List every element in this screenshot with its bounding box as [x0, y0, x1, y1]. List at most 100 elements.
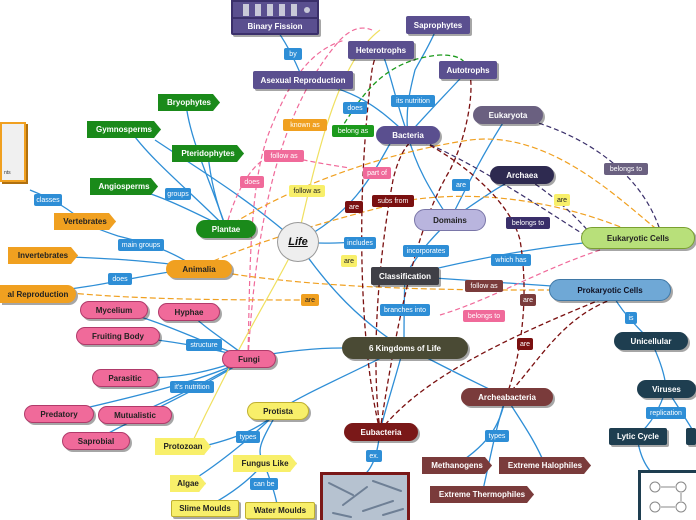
sexual-reproduction-node[interactable]: al Reproduction — [0, 285, 76, 303]
viruses-node[interactable]: Viruses — [637, 380, 696, 398]
animal-classes-picture: nts — [0, 122, 26, 182]
label-types-1: types — [236, 431, 260, 443]
label-which-has: which has — [491, 254, 531, 266]
label-can-be: can be — [250, 478, 278, 490]
pteridophytes-node[interactable]: Pteridophytes — [172, 145, 244, 162]
gymnosperms-node[interactable]: Gymnosperms — [87, 121, 161, 138]
fungus-like-node[interactable]: Fungus Like — [233, 455, 297, 472]
edge-bacteria-saprophytes — [406, 24, 439, 136]
slime-moulds-node[interactable]: Slime Moulds — [171, 500, 239, 517]
label-its-nutrition-1: its nutrition — [391, 95, 435, 107]
lytic-cycle-diagram-illustration — [641, 473, 696, 520]
archaea-node[interactable]: Archaea — [490, 166, 554, 184]
unicellular-node[interactable]: Unicellular — [614, 332, 688, 350]
archeabacteria-node[interactable]: Archeabacteria — [461, 388, 553, 406]
label-does-2: does — [343, 102, 367, 114]
heterotrophs-node[interactable]: Heterotrophs — [348, 41, 414, 59]
label-by: by — [284, 48, 302, 60]
edge-arch-halophiles — [505, 396, 546, 466]
binary-fission-picture — [231, 0, 319, 20]
fruiting-body-node[interactable]: Fruiting Body — [76, 327, 160, 345]
lytic-cycle-node[interactable]: Lytic Cycle — [609, 428, 667, 445]
label-are-1: are — [345, 201, 363, 213]
label-includes: includes — [344, 237, 376, 249]
extreme-thermophiles-node[interactable]: Extreme Thermophiles — [430, 486, 534, 503]
edge-archaea-eukaryotic-dash — [521, 174, 601, 246]
label-subs-from: subs from — [372, 195, 414, 207]
mutualistic-node[interactable]: Mutualistic — [98, 406, 172, 424]
eukaryota-node[interactable]: Eukaryota — [473, 106, 543, 124]
edge-reproduction-are-dash — [59, 291, 321, 301]
label-are-2: are — [452, 179, 470, 191]
label-belongs-to-2: belongs to — [506, 217, 550, 229]
prokaryotic-cells-node[interactable]: Prokaryotic Cells — [549, 279, 671, 301]
label-groups: groups — [165, 188, 191, 200]
label-part-of: part of — [363, 167, 391, 179]
predatory-node[interactable]: Predatory — [24, 405, 94, 423]
edge-fungi-heterotrophs-dash — [247, 27, 373, 359]
vertebrates-node[interactable]: Vertebrates — [54, 213, 116, 230]
label-are-3: are — [341, 255, 357, 267]
edge-plantae-gymnosperms — [129, 129, 227, 229]
angiosperms-node[interactable]: Angiosperms — [90, 178, 158, 195]
label-structure: structure — [186, 339, 222, 351]
animalia-node[interactable]: Animalia — [166, 260, 232, 278]
virus-cycle-node-partial[interactable] — [686, 428, 696, 445]
domains-node[interactable]: Domains — [414, 209, 486, 231]
six-kingdoms-node[interactable]: 6 Kingdoms of Life — [342, 337, 468, 359]
edge-fungi-asexual-dash — [247, 39, 346, 359]
methanogens-node[interactable]: Methanogens — [422, 457, 492, 474]
bryophytes-node[interactable]: Bryophytes — [158, 94, 220, 111]
label-types-2: types — [485, 430, 509, 442]
eubacteria-node[interactable]: Eubacteria — [344, 423, 418, 441]
protozoan-node[interactable]: Protozoan — [155, 438, 211, 455]
edge-eubacteria-prokaryotic-dash — [379, 294, 613, 432]
label-main-groups: main groups — [118, 239, 164, 251]
edge-plantae-pteridophytes — [207, 153, 227, 229]
edge-belongs-eukaryotic-dash — [439, 249, 601, 316]
mycelium-node[interactable]: Mycelium — [80, 301, 148, 319]
label-its-nutrition-2: it's nutrition — [170, 381, 214, 393]
hyphae-node[interactable]: Hyphae — [158, 303, 220, 321]
label-ex: ex. — [366, 450, 382, 462]
eubacteria-example-picture — [320, 472, 410, 520]
bacteria-micrograph-illustration — [323, 475, 407, 520]
label-does-1: does — [240, 176, 264, 188]
eukaryotic-cells-node[interactable]: Eukaryotic Cells — [581, 227, 695, 249]
saprophytes-node[interactable]: Saprophytes — [406, 16, 470, 34]
label-does-3: does — [108, 273, 132, 285]
binary-fission-node[interactable]: Binary Fission — [231, 17, 319, 35]
bacteria-node[interactable]: Bacteria — [376, 126, 440, 144]
saprobial-node[interactable]: Saprobial — [62, 432, 130, 450]
label-are-4: are — [554, 194, 570, 206]
label-follow-as-2: follow as — [289, 185, 325, 197]
label-is: is — [625, 312, 637, 324]
label-are-7: are — [517, 338, 533, 350]
protista-node[interactable]: Protista — [247, 402, 309, 420]
water-moulds-node[interactable]: Water Moulds — [245, 502, 315, 519]
edge-arch-thermophiles — [481, 396, 507, 495]
label-are-5: are — [520, 294, 536, 306]
extreme-halophiles-node[interactable]: Extreme Halophiles — [499, 457, 591, 474]
asexual-reproduction-node[interactable]: Asexual Reproduction — [253, 71, 353, 89]
label-follow-as-1: follow as — [264, 150, 304, 162]
algae-node[interactable]: Algae — [170, 475, 206, 492]
classification-node[interactable]: Classification — [371, 267, 439, 285]
autotrophs-node[interactable]: Autotrophs — [439, 61, 497, 79]
life-central-node[interactable]: Life — [277, 222, 319, 262]
parasitic-node[interactable]: Parasitic — [92, 369, 158, 387]
edge-life-plantae — [154, 139, 298, 243]
picture-caption: nts — [4, 170, 11, 176]
label-are-6: are — [301, 294, 319, 306]
invertebrates-node[interactable]: Invertebrates — [8, 247, 78, 264]
edge-arch-bacteria-dash — [419, 139, 525, 398]
plantae-node[interactable]: Plantae — [196, 220, 256, 238]
label-incorporates: incorporates — [403, 245, 449, 257]
label-known-as: known as — [283, 119, 327, 131]
edge-arch-prokaryotic-dash — [505, 299, 611, 398]
edge-animalia-eukaryotic-dash — [196, 195, 641, 269]
label-belongs-to-3: belongs to — [463, 310, 505, 322]
lytic-cycle-picture — [638, 470, 696, 520]
edge-eubacteria-bacteria-dash — [375, 134, 421, 432]
fungi-node[interactable]: Fungi — [222, 350, 276, 368]
